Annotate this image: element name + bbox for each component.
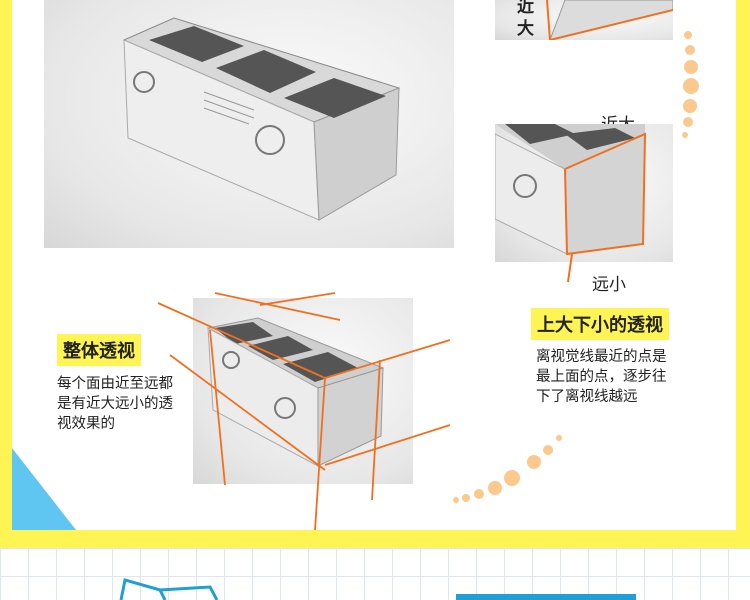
corner-decoration — [12, 448, 76, 530]
box-photo-large — [44, 0, 454, 248]
dot-decoration — [453, 435, 562, 503]
stamp-icon — [513, 174, 537, 198]
stamp-icon — [133, 71, 155, 93]
stamp-icon — [255, 125, 285, 155]
stamp-icon — [222, 351, 240, 369]
yellow-strip — [0, 530, 750, 550]
far-small-label: 远小 — [592, 275, 626, 295]
near-big-top-label: 近大 — [517, 0, 534, 39]
overall-perspective-label: 整体透视 — [57, 334, 141, 366]
box-photo-right — [495, 124, 673, 262]
box-photo-top-right — [495, 0, 673, 40]
top-big-bottom-small-label: 上大下小的透视 — [531, 308, 669, 340]
book-sketch — [119, 578, 219, 600]
dot-decoration — [682, 31, 699, 138]
tb-desc: 离视觉线最近的点是最上面的点，逐步往下了离视线越远 — [536, 349, 667, 405]
overall-desc: 每个面由近至远都是有近大远小的透视效果的 — [57, 376, 173, 432]
blue-bar — [456, 594, 636, 600]
box-illustration-large — [122, 17, 401, 221]
perspective-lines — [157, 292, 451, 531]
stamp-icon — [274, 397, 296, 419]
grid-background — [0, 548, 750, 600]
